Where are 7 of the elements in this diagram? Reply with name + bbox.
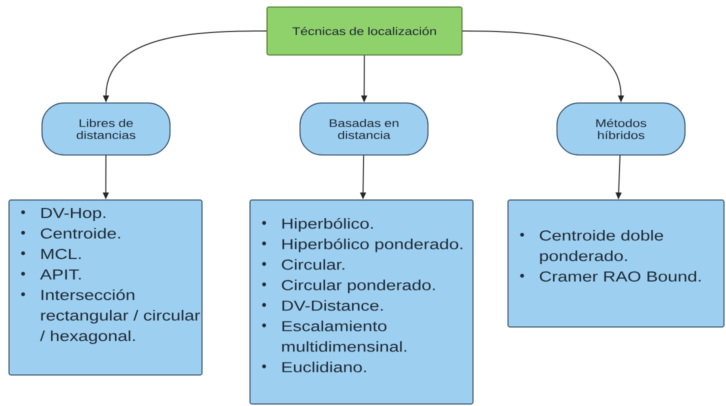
category-pill: Basadas en distancia [300,102,428,156]
bullet-list-box: Hiperbólico. Hiperbólico ponderado. Circular. Circular ponderado. DV-Distance. Escalamiento multidimensinal. Euclidiano. [250,200,474,404]
root-box: Técnicas de localización [266,6,462,56]
bullet-list-box: DV-Hop. Centroide. MCL. APIT. Intersección rectangular / circular / hexagonal. [8,200,202,376]
category-pill: Libres de distancias [42,102,170,156]
category-pill: Métodos híbridos [556,102,686,156]
bullet-list-box: Centroide doble ponderado. Cramer RAO Bound. [508,200,724,328]
